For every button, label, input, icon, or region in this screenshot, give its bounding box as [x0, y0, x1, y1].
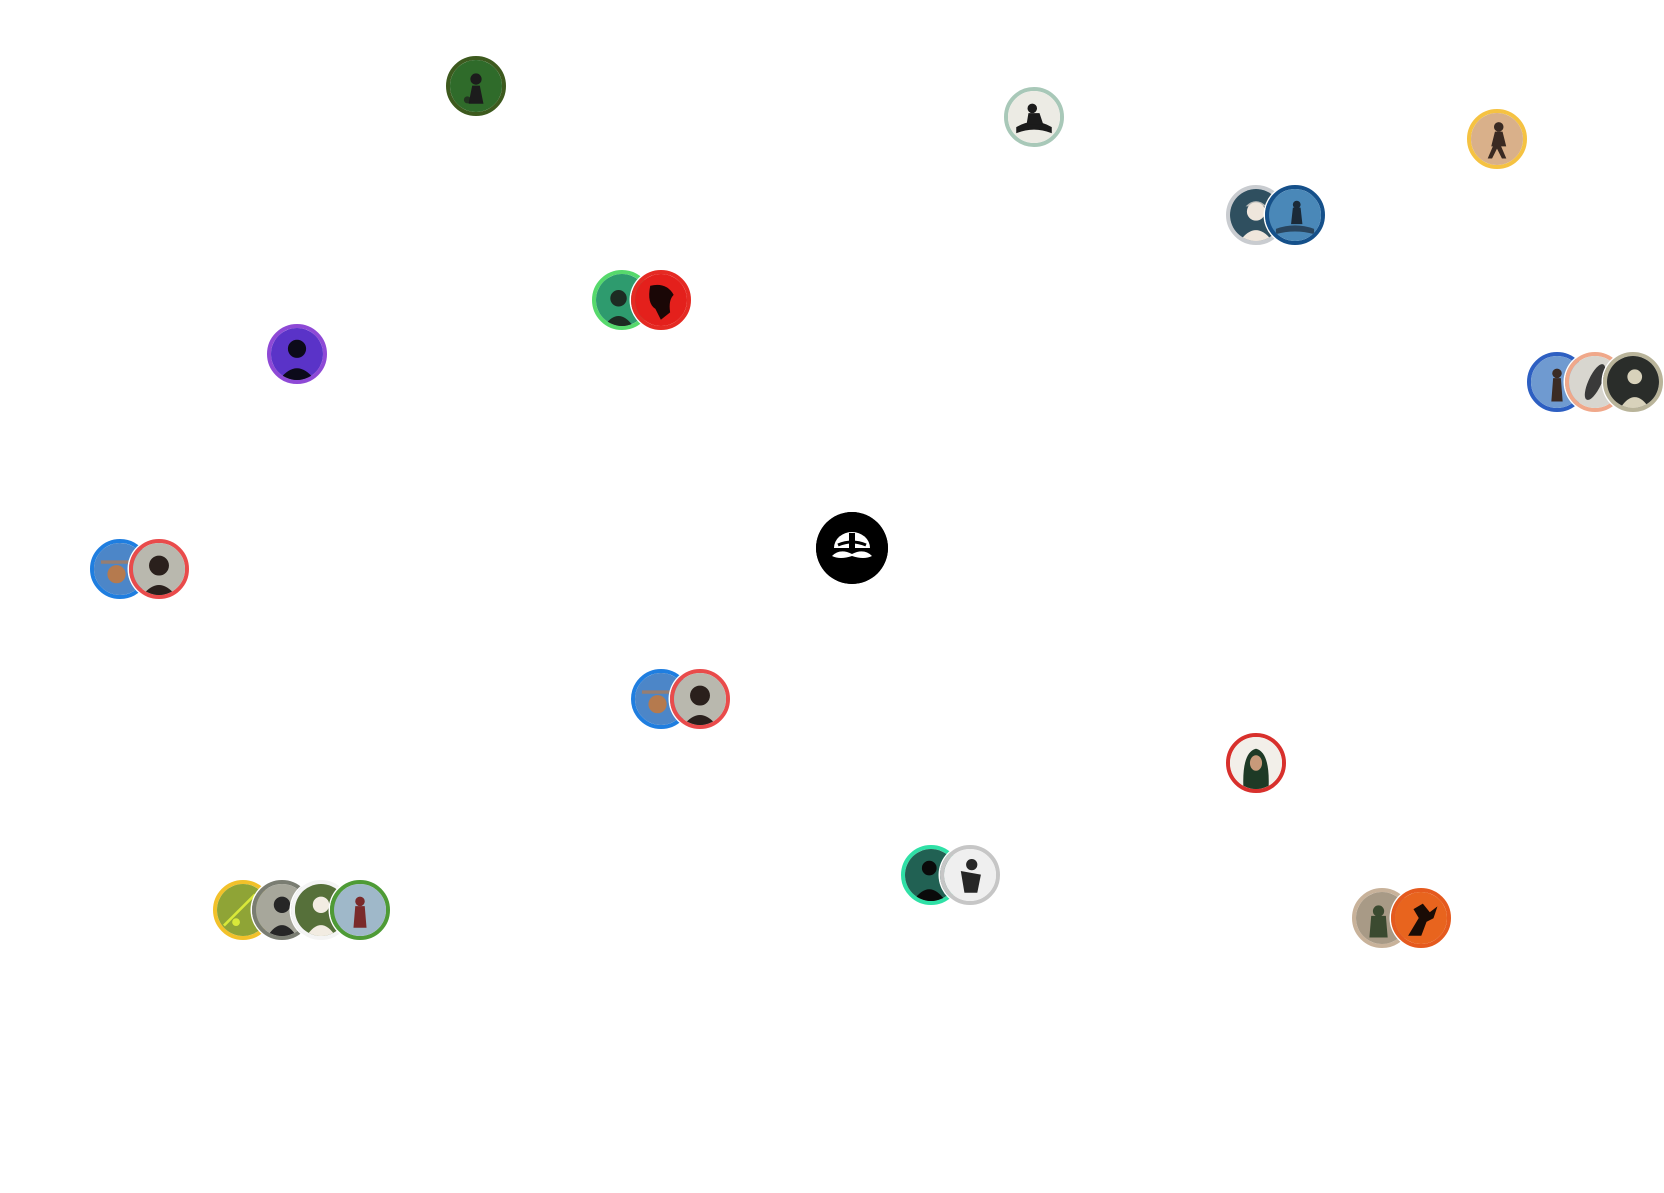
athlete-cluster[interactable]: [1226, 185, 1325, 245]
athlete-avatar[interactable]: [129, 539, 189, 599]
center-logo[interactable]: [816, 512, 888, 584]
athlete-cluster[interactable]: [631, 669, 730, 729]
portrait-photo-icon: [1230, 737, 1282, 789]
soccer-player-photo-icon: [450, 60, 502, 112]
athlete-avatar[interactable]: [1004, 87, 1064, 147]
surfer-photo-icon: [1008, 91, 1060, 143]
athlete-avatar[interactable]: [940, 845, 1000, 905]
athlete-avatar[interactable]: [267, 324, 327, 384]
athlete-cluster[interactable]: [592, 270, 691, 330]
athlete-cluster[interactable]: [446, 56, 506, 116]
portrait-photo-icon: [133, 543, 185, 595]
athlete-avatar[interactable]: [446, 56, 506, 116]
athlete-cluster[interactable]: [213, 880, 390, 940]
portrait-photo-icon: [674, 673, 726, 725]
athlete-cluster[interactable]: [1467, 109, 1527, 169]
athlete-cluster[interactable]: [1004, 87, 1064, 147]
athlete-cluster[interactable]: [1226, 733, 1286, 793]
portrait-photo-icon: [1607, 356, 1659, 408]
runner-photo-icon: [1471, 113, 1523, 165]
athlete-cluster[interactable]: [1527, 352, 1663, 412]
athlete-avatar[interactable]: [330, 880, 390, 940]
athlete-avatar[interactable]: [670, 669, 730, 729]
dancer-silhouette-icon: [1395, 892, 1447, 944]
soccer-player-photo-icon: [334, 884, 386, 936]
person-silhouette-icon: [271, 328, 323, 380]
dancer-silhouette-icon: [635, 274, 687, 326]
athlete-cluster[interactable]: [901, 845, 1000, 905]
athlete-avatar[interactable]: [631, 270, 691, 330]
athlete-cluster[interactable]: [1352, 888, 1451, 948]
athlete-avatar[interactable]: [1391, 888, 1451, 948]
ball-mustache-logo-icon: [816, 512, 888, 584]
athlete-avatar[interactable]: [1603, 352, 1663, 412]
athlete-avatar[interactable]: [1265, 185, 1325, 245]
athlete-avatar[interactable]: [1226, 733, 1286, 793]
athlete-cluster[interactable]: [90, 539, 189, 599]
surfer-photo-icon: [1269, 189, 1321, 241]
athlete-avatar[interactable]: [1467, 109, 1527, 169]
athlete-cluster[interactable]: [267, 324, 327, 384]
athlete-photo-icon: [944, 849, 996, 901]
